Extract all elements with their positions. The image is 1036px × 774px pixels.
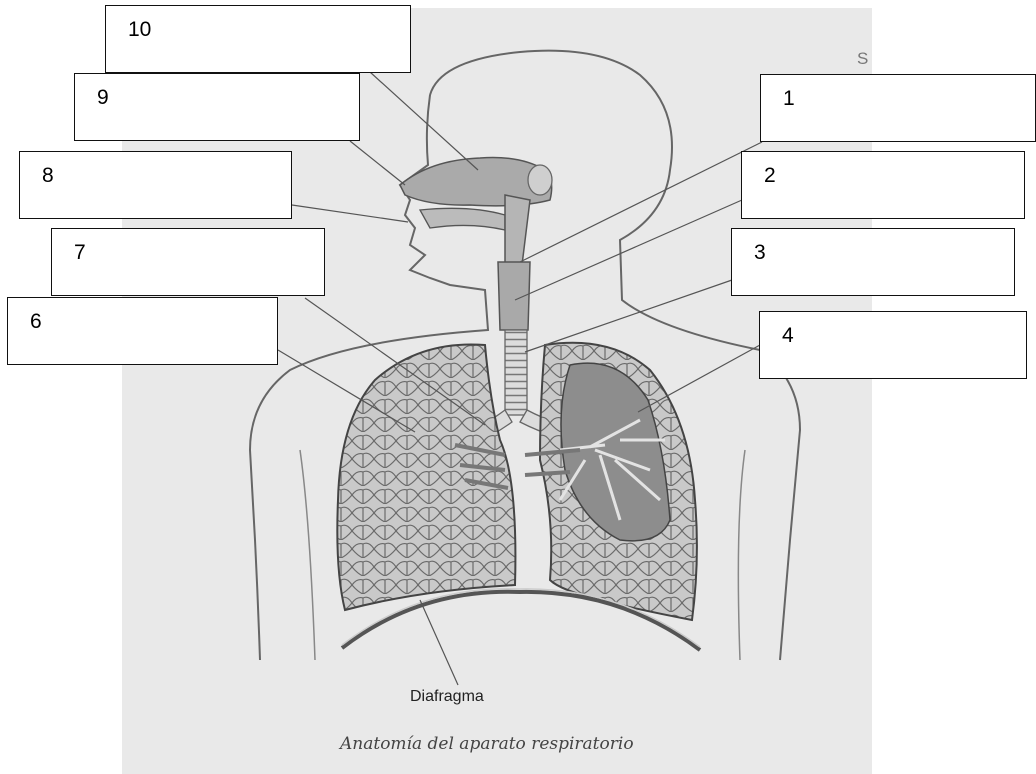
trachea bbox=[505, 330, 527, 415]
left-arm-line bbox=[300, 450, 315, 660]
leader-line-8 bbox=[292, 205, 408, 222]
label-box-10[interactable]: 10 bbox=[105, 5, 411, 73]
leader-line-3 bbox=[525, 280, 732, 352]
label-number: 10 bbox=[128, 18, 151, 42]
figure-caption: Anatomía del aparato respiratorio bbox=[340, 734, 634, 754]
ear-shape bbox=[528, 165, 552, 195]
oral-cavity bbox=[420, 208, 505, 230]
right-arm-line bbox=[738, 450, 745, 660]
label-box-4[interactable]: 4 bbox=[759, 311, 1027, 379]
label-box-2[interactable]: 2 bbox=[741, 151, 1025, 219]
label-number: 7 bbox=[74, 241, 86, 265]
pharynx bbox=[505, 195, 530, 265]
leader-line-9 bbox=[350, 141, 405, 185]
label-box-6[interactable]: 6 bbox=[7, 297, 278, 365]
label-number: 6 bbox=[30, 310, 42, 334]
label-box-1[interactable]: 1 bbox=[760, 74, 1036, 142]
leader-line-2 bbox=[515, 200, 742, 300]
leader-line-diafragma bbox=[420, 600, 458, 685]
label-box-9[interactable]: 9 bbox=[74, 73, 360, 141]
label-box-3[interactable]: 3 bbox=[731, 228, 1015, 296]
diaphragm-label: Diafragma bbox=[410, 688, 484, 706]
label-number: 2 bbox=[764, 164, 776, 188]
label-number: 8 bbox=[42, 164, 54, 188]
corner-letter: S bbox=[857, 49, 868, 69]
label-number: 1 bbox=[783, 87, 795, 111]
label-number: 4 bbox=[782, 324, 794, 348]
label-number: 3 bbox=[754, 241, 766, 265]
leader-line-10 bbox=[370, 72, 478, 170]
label-box-8[interactable]: 8 bbox=[19, 151, 292, 219]
label-number: 9 bbox=[97, 86, 109, 110]
label-box-7[interactable]: 7 bbox=[51, 228, 325, 296]
